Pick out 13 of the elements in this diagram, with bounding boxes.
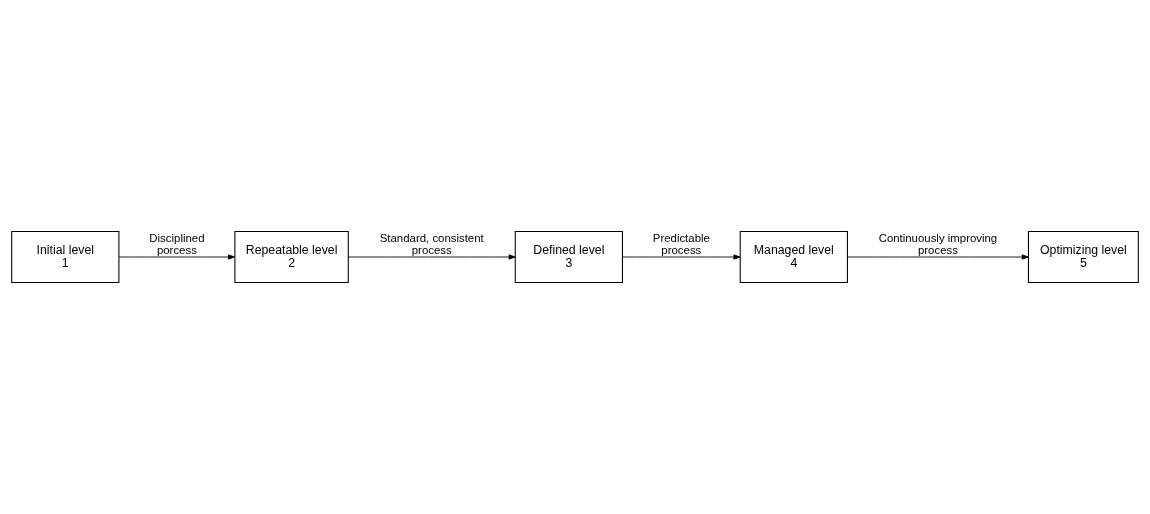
node-box: Optimizing level 5 <box>1027 231 1139 283</box>
arrow <box>622 254 741 260</box>
node-box: Managed level 4 <box>739 231 848 283</box>
node-box: Initial level 1 <box>11 231 120 283</box>
node-box: Defined level 3 <box>514 231 623 283</box>
arrow <box>348 254 516 260</box>
arrow <box>118 254 236 260</box>
edge-label: Continuously improving process <box>878 231 998 256</box>
arrow <box>847 254 1029 260</box>
edge-label: Standard, consistent process <box>379 231 484 256</box>
edge-label: Predictable process <box>652 231 710 256</box>
node-box: Repeatable level 2 <box>234 231 349 283</box>
edge-label: Disciplined porcess <box>149 231 205 256</box>
